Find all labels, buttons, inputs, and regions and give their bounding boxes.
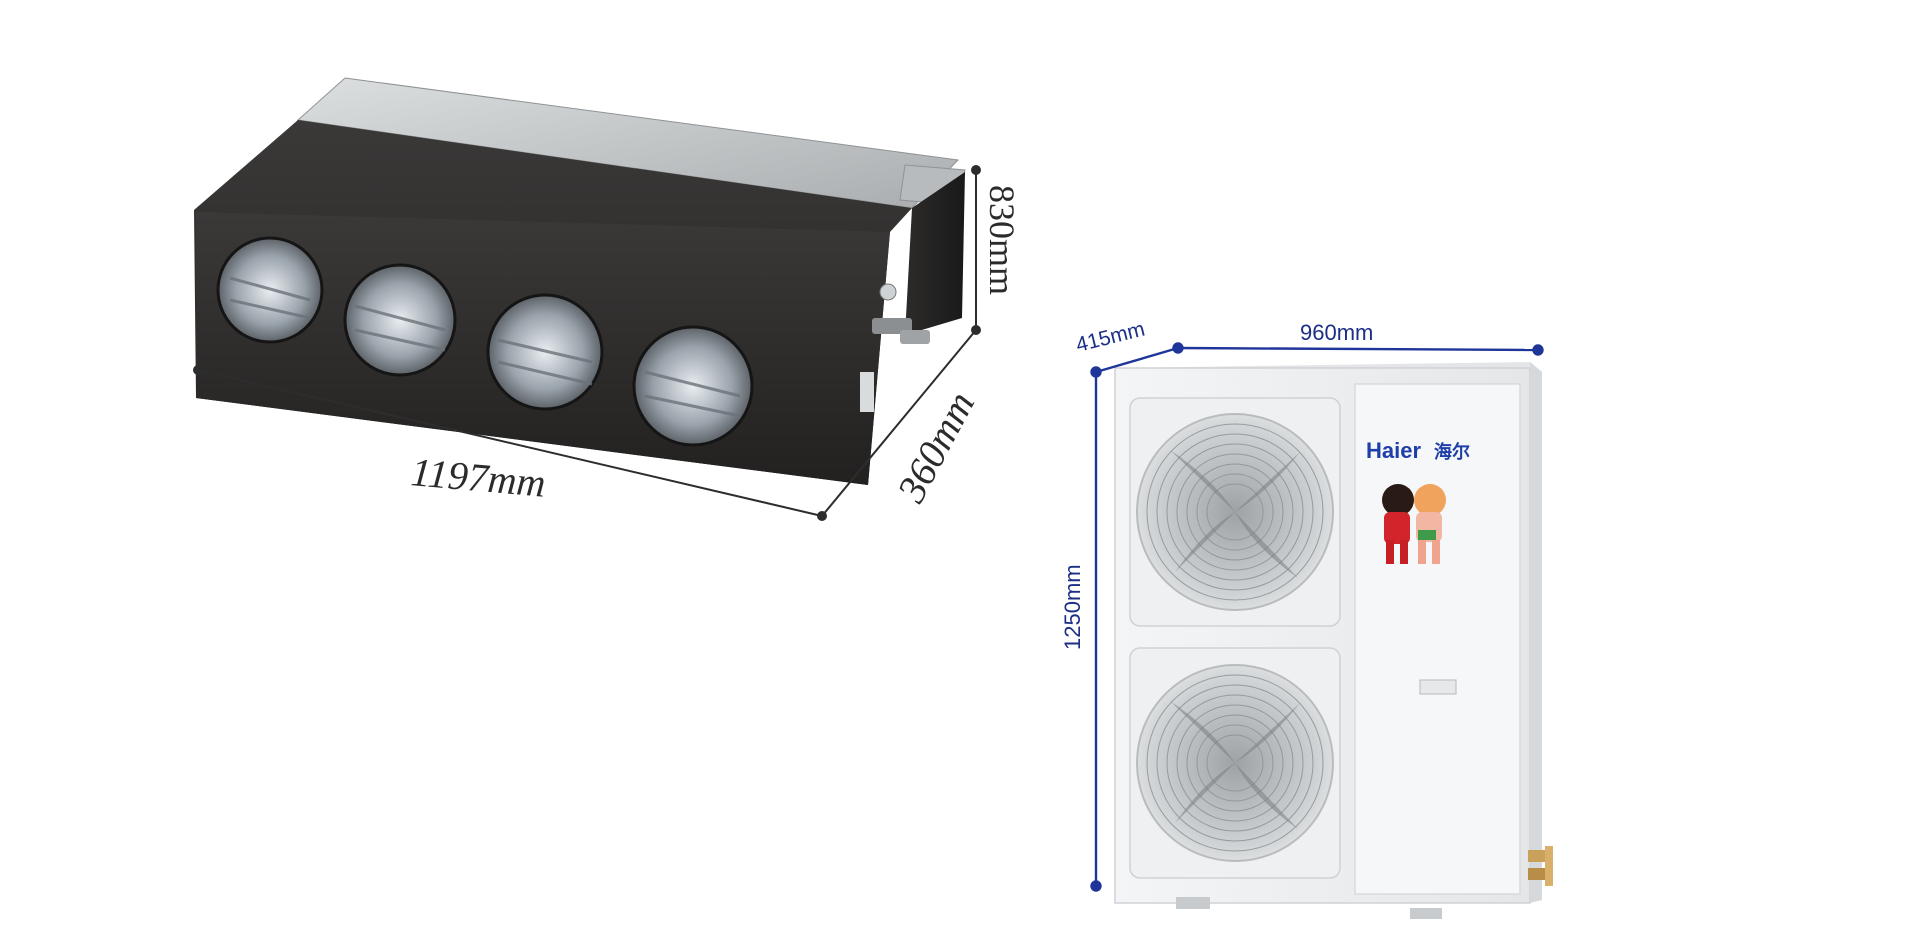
indoor-height-label: 830mm [982, 185, 1022, 295]
fan-grille-icon [1129, 647, 1341, 879]
indoor-duct-unit: 1197mm 360mm 830mm [193, 77, 1022, 521]
indoor-depth-label: 360mm [888, 384, 983, 510]
brand-logo-chinese: 海尔 [1434, 441, 1470, 462]
outdoor-foot-left [1176, 897, 1210, 909]
outdoor-width-label: 960mm [1300, 320, 1373, 345]
brand-logo-latin: Haier [1366, 438, 1421, 463]
outdoor-foot-right [1410, 908, 1442, 919]
outdoor-height-label: 1250mm [1060, 564, 1085, 650]
outdoor-valve [1528, 846, 1553, 886]
indoor-width-label: 1197mm [409, 449, 547, 506]
fan-opening-4 [632, 325, 754, 447]
indoor-dimension-lines [193, 165, 981, 521]
outdoor-handle [1419, 679, 1457, 695]
indoor-side-face [905, 172, 965, 335]
outdoor-side-face [1530, 362, 1542, 903]
fan-opening-2 [343, 263, 457, 377]
mascot-logo-icon [1382, 484, 1446, 564]
indoor-pipe-connector [860, 283, 930, 412]
outdoor-dimension-lines [1090, 342, 1544, 892]
fan-grille-icon [1129, 397, 1341, 627]
outdoor-unit: Haier 海尔 [1060, 318, 1553, 919]
outdoor-service-panel [1354, 383, 1521, 895]
outdoor-depth-label: 415mm [1074, 318, 1148, 357]
indoor-fan-openings [216, 236, 754, 447]
